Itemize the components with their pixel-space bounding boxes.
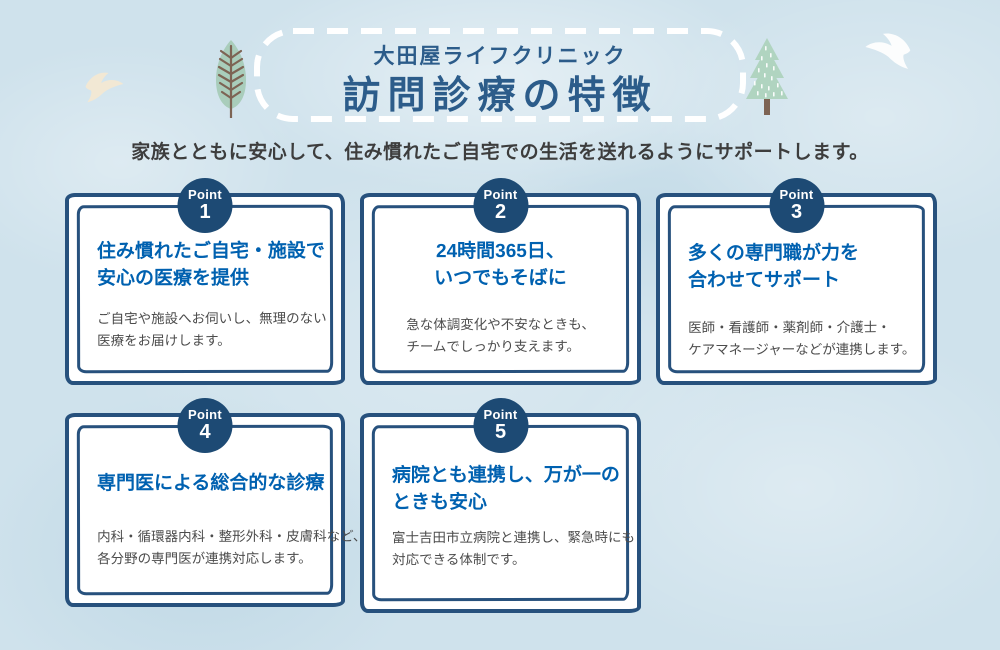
point-badge-number: 1 (199, 201, 211, 223)
dashed-frame (254, 28, 746, 122)
point-card-1: Point 1 住み慣れたご自宅・施設で 安心の医療を提供 ご自宅や施設へお伺い… (65, 178, 345, 385)
pine-tree-icon (746, 38, 788, 115)
card-body: 内科・循環器内科・整形外科・皮膚科など、 各分野の専門医が連携対応します。 (97, 528, 367, 567)
point-badge: Point 2 (473, 178, 528, 233)
card-title: 多くの専門職が力を 合わせてサポート (687, 242, 859, 292)
bird-icon (85, 72, 124, 103)
card-title: 専門医による総合的な診療 (96, 472, 325, 495)
point-card-2: Point 2 24時間365日、 いつでもそばに 急な体調変化や不安なときも、… (360, 178, 641, 385)
card-body: 富士吉田市立病院と連携し、緊急時にも 対応できる体制です。 (392, 529, 636, 568)
card-body: 急な体調変化や不安なときも、 チームでしっかり支えます。 (406, 316, 595, 355)
leaf-tree-icon (216, 40, 246, 118)
card-body: 医師・看護師・薬剤師・介護士・ ケアマネージャーなどが連携します。 (688, 319, 916, 358)
point-badge: Point 4 (177, 398, 233, 453)
bird-icon (865, 33, 911, 69)
subtitle: 家族とともに安心して、住み慣れたご自宅での生活を送れるようにサポートします。 (131, 142, 869, 163)
point-badge-label: Point (188, 407, 222, 422)
card-title: 病院とも連携し、万が一の ときも安心 (391, 464, 620, 514)
card-body: ご自宅や施設へお伺いし、無理のない 医療をお届けします。 (97, 310, 327, 349)
point-badge-number: 2 (494, 201, 507, 223)
point-badge-label: Point (188, 187, 222, 202)
point-badge-label: Point (483, 407, 518, 422)
point-card-3: Point 3 多くの専門職が力を 合わせてサポート 医師・看護師・薬剤師・介護… (656, 178, 937, 385)
point-badge-label: Point (483, 187, 518, 202)
point-card-4: Point 4 専門医による総合的な診療 内科・循環器内科・整形外科・皮膚科など… (65, 398, 367, 607)
point-card-5: Point 5 病院とも連携し、万が一の ときも安心 富士吉田市立病院と連携し、… (360, 398, 641, 613)
point-badge: Point 1 (177, 178, 233, 233)
point-badge-label: Point (779, 187, 814, 202)
card-title: 住み慣れたご自宅・施設で 安心の医療を提供 (96, 240, 325, 290)
point-badge-number: 5 (494, 421, 507, 443)
point-badge-number: 3 (790, 201, 803, 223)
point-badge-number: 4 (199, 421, 211, 443)
point-badge: Point 5 (473, 398, 528, 453)
card-title: 24時間365日、 いつでもそばに (434, 240, 567, 290)
page-title: 訪問診療の特徴 (342, 75, 658, 117)
clinic-name: 大田屋ライフクリニック (373, 45, 627, 68)
point-badge: Point 3 (769, 178, 824, 233)
